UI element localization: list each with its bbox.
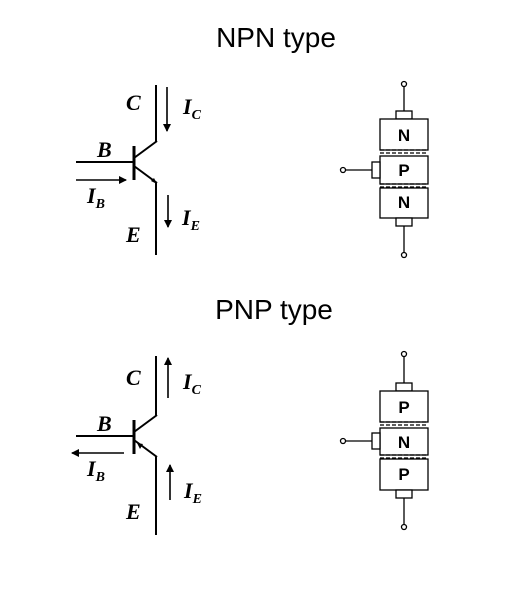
pnp-label-b: B [96, 411, 112, 436]
npn-label-e: E [125, 222, 141, 247]
pnp-label-e: E [125, 499, 141, 524]
npn-label-ib: IB [86, 183, 105, 212]
pnp-symbol [71, 356, 174, 535]
pnp-layer-1: P [398, 398, 409, 417]
pnp-emitter-arrow [137, 443, 143, 449]
npn-layer-3: N [398, 193, 410, 212]
pnp-stack [339, 350, 429, 531]
npn-label-b: B [96, 137, 112, 162]
npn-emitter-arrow [151, 178, 157, 184]
npn-layer-1: N [398, 126, 410, 145]
npn-title: NPN type [216, 22, 336, 53]
pnp-title: PNP type [215, 294, 333, 325]
pnp-layer-2: N [398, 433, 410, 452]
npn-stack [339, 80, 429, 259]
pnp-collector-diag [133, 414, 158, 433]
pnp-emitter-diag [133, 439, 158, 458]
npn-symbol [76, 85, 172, 255]
pnp-label-ie: IE [183, 478, 202, 507]
npn-mid-layer [379, 155, 429, 185]
pnp-top-layer [379, 390, 429, 423]
npn-layer-2: P [398, 161, 409, 180]
npn-bottom-layer [379, 187, 429, 219]
pnp-label-ic: IC [182, 369, 202, 398]
pnp-layer-3: P [398, 465, 409, 484]
npn-label-ic: IC [182, 94, 202, 123]
npn-label-ie: IE [181, 205, 200, 234]
pnp-label-c: C [126, 365, 141, 390]
npn-label-c: C [126, 90, 141, 115]
pnp-label-ib: IB [86, 456, 105, 485]
pnp-bottom-layer [379, 458, 429, 491]
npn-collector-diag [133, 140, 158, 159]
